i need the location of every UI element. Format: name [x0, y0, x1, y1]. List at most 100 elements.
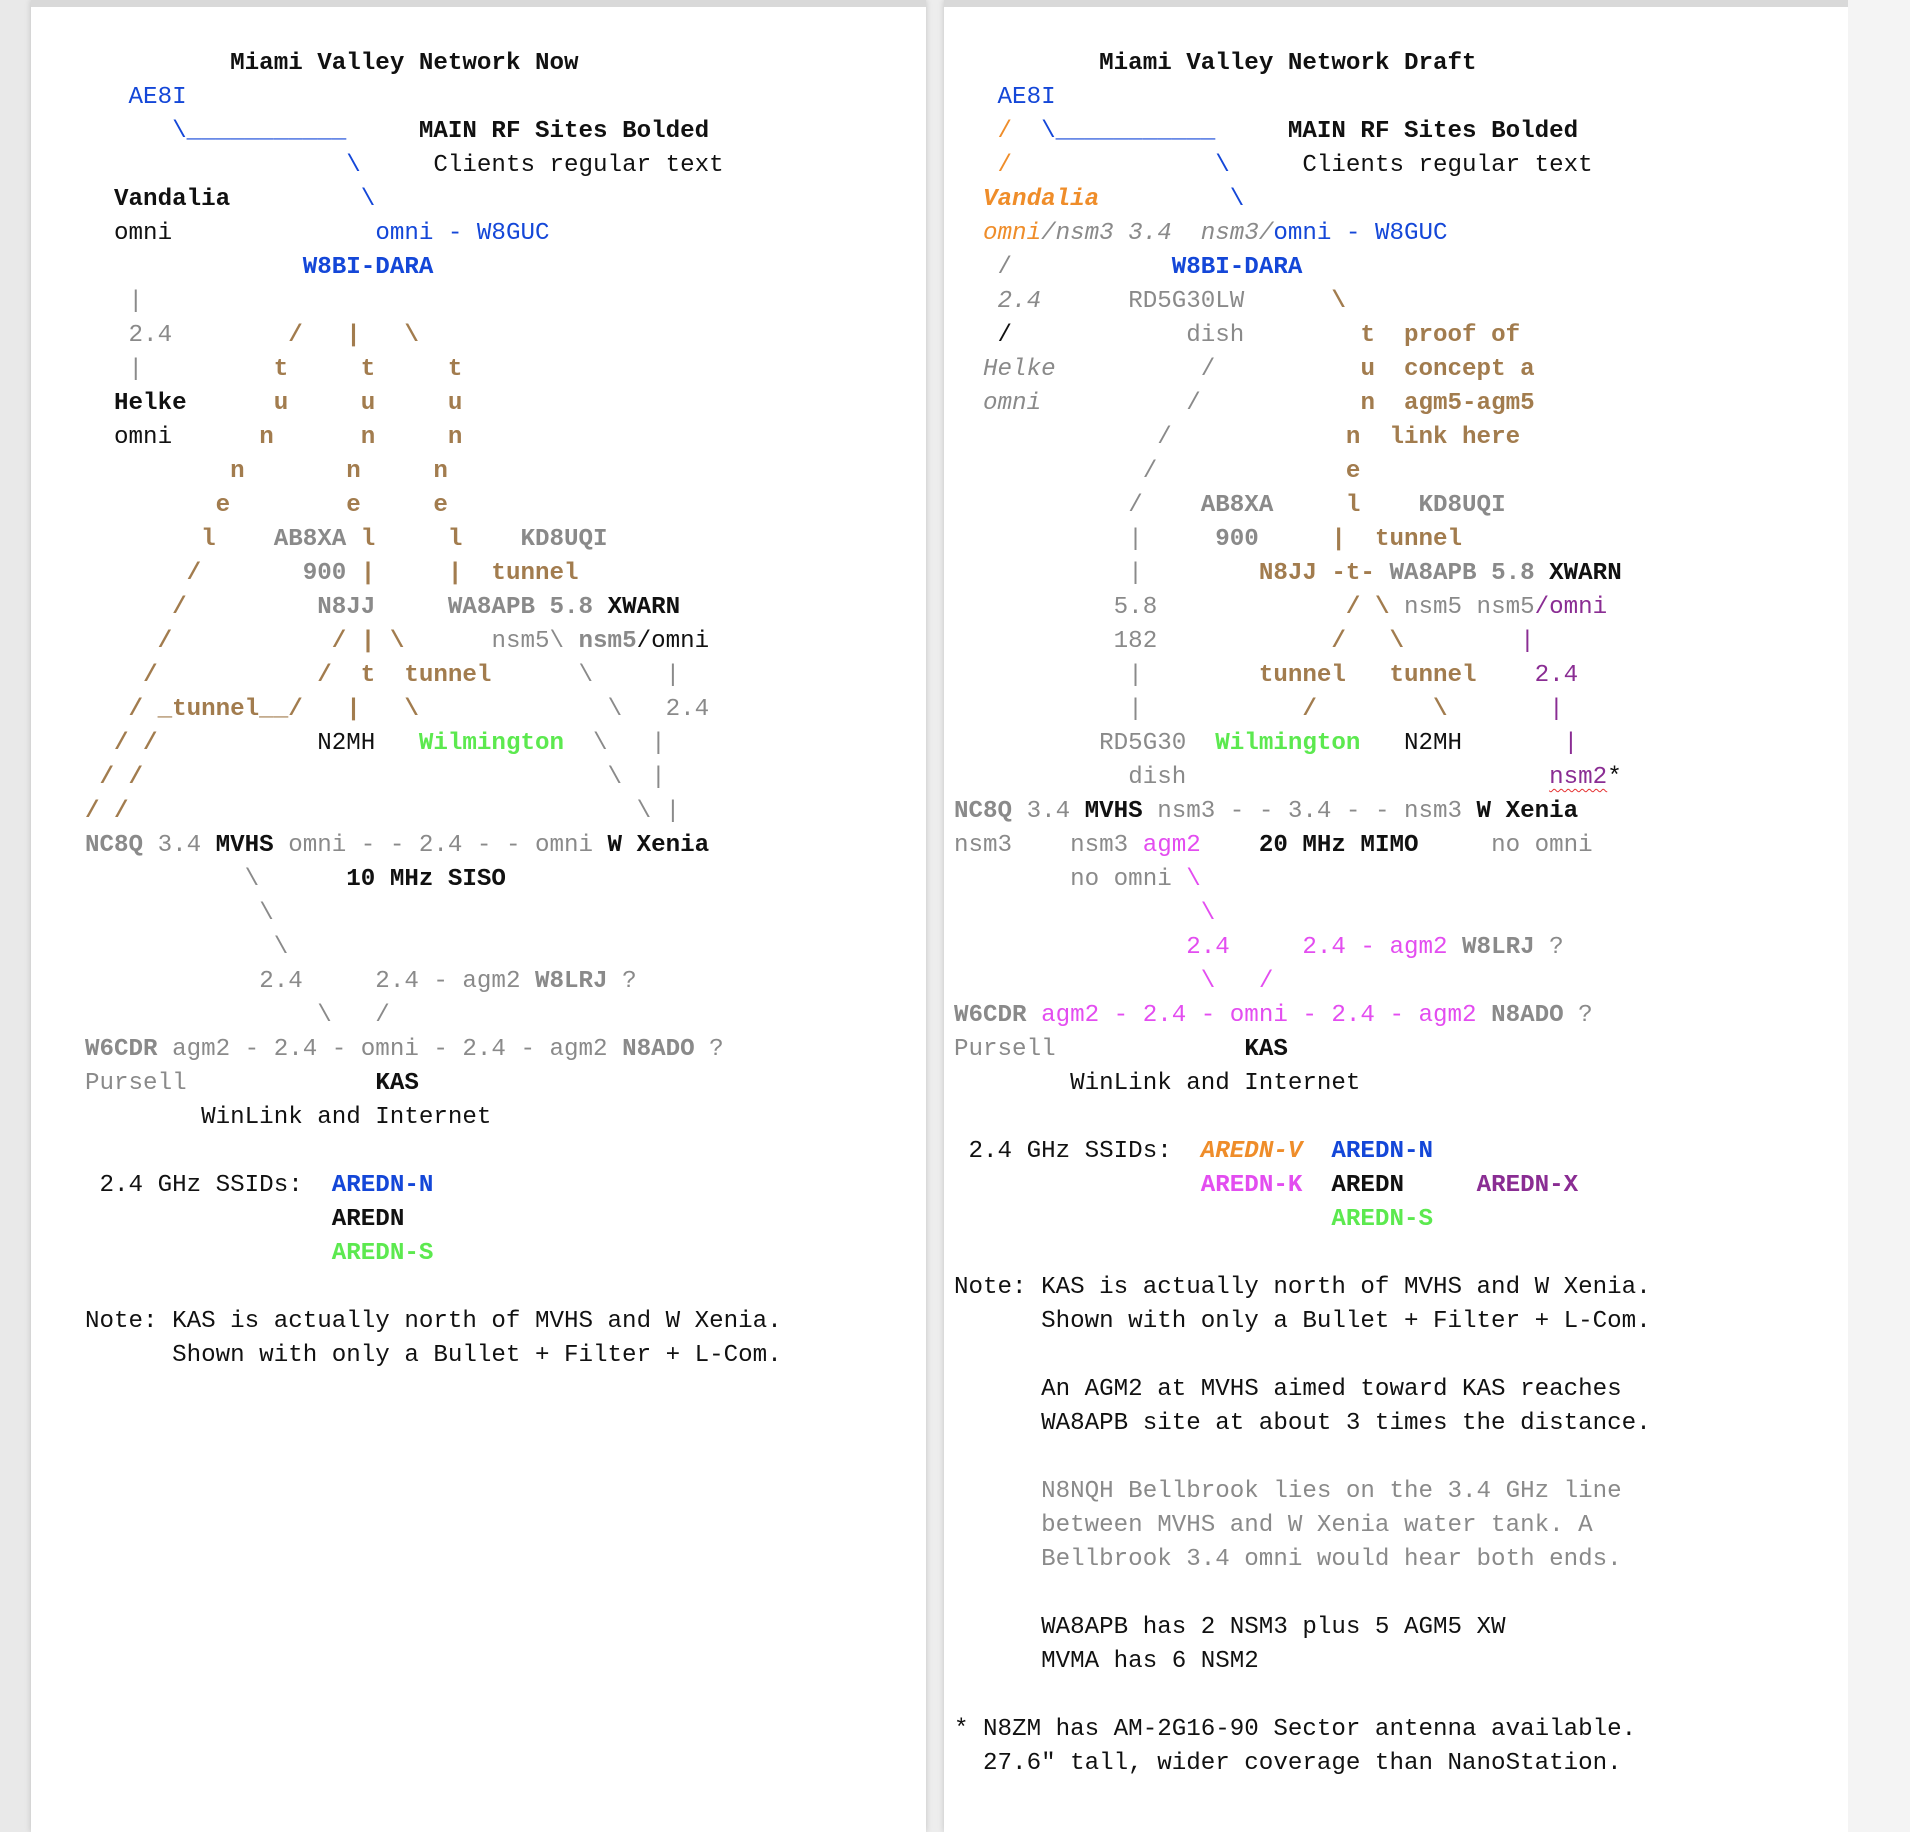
- diagram-text: / \: [1345, 594, 1390, 621]
- diagram-text: N8ADO: [622, 1036, 695, 1063]
- diagram-text: tunnel tunnel: [1258, 662, 1477, 689]
- window-edge: [1848, 0, 1910, 1832]
- diagram-spacer: [85, 186, 114, 213]
- diagram-text: /: [186, 560, 202, 587]
- diagram-text: ?: [1549, 934, 1564, 961]
- diagram-line: W8BI-DARA: [85, 251, 434, 285]
- diagram-line: \: [85, 897, 274, 931]
- diagram-text: / t tunnel: [317, 662, 492, 689]
- diagram-line: * N8ZM has AM-2G16-90 Sector antenna ava…: [954, 1713, 1636, 1747]
- diagram-spacer: [85, 118, 172, 145]
- diagram-text: AREDN-X: [1476, 1172, 1579, 1199]
- diagram-line: WinLink and Internet: [85, 1101, 491, 1135]
- diagram-page-now: Miami Valley Network Now AE8I \_________…: [31, 0, 926, 1832]
- diagram-spacer: [954, 458, 1143, 485]
- diagram-text: 2.4: [1534, 662, 1579, 689]
- diagram-text: /: [997, 152, 1013, 179]
- diagram-text: omni: [983, 390, 1042, 417]
- diagram-text: omni - W8GUC: [1273, 220, 1448, 247]
- diagram-spacer: [187, 390, 274, 417]
- diagram-text: AE8I: [997, 84, 1056, 111]
- diagram-text: 10 MHz SISO: [346, 866, 506, 893]
- diagram-text: / | \: [331, 628, 405, 655]
- diagram-spacer: [1012, 254, 1172, 281]
- diagram-spacer: [259, 866, 346, 893]
- diagram-text: AREDN: [331, 1206, 405, 1233]
- diagram-line: Miami Valley Network Draft: [954, 47, 1476, 81]
- diagram-text: \ /: [317, 1002, 390, 1029]
- diagram-line: omni n n n: [85, 421, 462, 455]
- diagram-spacer: [172, 322, 288, 349]
- diagram-spacer: [954, 866, 1070, 893]
- diagram-text: \___________: [1041, 118, 1216, 145]
- diagram-spacer: [954, 934, 1186, 961]
- diagram-text: 182: [1113, 628, 1158, 655]
- diagram-spacer: [1099, 186, 1230, 213]
- diagram-text: Pursell: [85, 1070, 187, 1097]
- diagram-text: /: [997, 118, 1013, 145]
- diagram-spacer: [1143, 798, 1158, 825]
- diagram-text: N2MH: [1360, 730, 1463, 757]
- diagram-line: / _tunnel__/ | \ \ 2.4: [85, 693, 710, 727]
- diagram-text: \: [273, 934, 289, 961]
- diagram-spacer: [85, 730, 114, 757]
- diagram-text: MAIN RF Sites Bolded: [1287, 118, 1579, 145]
- diagram-line: / \___________ MAIN RF Sites Bolded: [954, 115, 1579, 149]
- diagram-text: 2.4: [128, 322, 173, 349]
- diagram-spacer: [1244, 322, 1360, 349]
- diagram-text: NC8Q: [85, 832, 144, 859]
- diagram-text: Wilmington: [418, 730, 565, 757]
- diagram-spacer: [187, 594, 318, 621]
- diagram-spacer: [85, 356, 129, 383]
- diagram-text: AREDN-S: [331, 1240, 434, 1267]
- diagram-spacer: [85, 458, 230, 485]
- diagram-spacer: [954, 526, 1128, 553]
- diagram-spacer: [954, 900, 1201, 927]
- diagram-spacer: [1041, 288, 1128, 315]
- diagram-line: 2.4 GHz SSIDs: AREDN-N: [85, 1169, 434, 1203]
- diagram-text: \ |: [636, 798, 681, 825]
- diagram-text: agm2 - 2.4 - omni - 2.4 - agm2: [1041, 1002, 1477, 1029]
- diagram-text: W8BI-DARA: [302, 254, 434, 281]
- diagram-text: \ 2.4: [607, 696, 710, 723]
- diagram-text: AREDN-K: [1200, 1172, 1303, 1199]
- diagram-spacer: [85, 288, 129, 315]
- diagram-spacer: [954, 84, 998, 111]
- diagram-spacer: [1172, 866, 1187, 893]
- diagram-line: 5.8 / \ nsm5 nsm5/omni: [954, 591, 1608, 625]
- diagram-text: Bellbrook 3.4 omni would hear both ends.: [954, 1546, 1622, 1573]
- diagram-line: AE8I: [954, 81, 1056, 115]
- diagram-text: AREDN-N: [331, 1172, 434, 1199]
- diagram-text: 2.4: [997, 288, 1042, 315]
- diagram-text: |: [1549, 696, 1564, 723]
- diagram-text: N8NQH Bellbrook lies on the 3.4 GHz line: [954, 1478, 1622, 1505]
- diagram-text: nsm5 nsm5: [1403, 594, 1535, 621]
- diagram-spacer: [954, 730, 1099, 757]
- diagram-line: NC8Q 3.4 MVHS nsm3 - - 3.4 - - nsm3 W Xe…: [954, 795, 1578, 829]
- diagram-text: 2.4 GHz SSIDs:: [954, 1138, 1201, 1165]
- diagram-text: agm2: [1142, 832, 1201, 859]
- diagram-line: Helke u u u: [85, 387, 462, 421]
- diagram-spacer: [1302, 1138, 1331, 1165]
- diagram-line: / dish t proof of: [954, 319, 1521, 353]
- diagram-text: RD5G30: [1099, 730, 1187, 757]
- diagram-text: AREDN: [1331, 1172, 1404, 1199]
- diagram-spacer: [85, 696, 129, 723]
- diagram-line: / AB8XA l KD8UQI: [954, 489, 1505, 523]
- diagram-spacer: [230, 186, 361, 213]
- diagram-text: *: [1607, 764, 1622, 791]
- diagram-spacer: [85, 628, 158, 655]
- diagram-line: | 900 | tunnel: [954, 523, 1462, 557]
- diagram-line: Shown with only a Bullet + Filter + L-Co…: [85, 1339, 782, 1373]
- diagram-text: WA8APB 5.8: [1389, 560, 1535, 587]
- diagram-spacer: [593, 594, 608, 621]
- diagram-spacer: [1273, 492, 1346, 519]
- diagram-spacer: [954, 186, 983, 213]
- diagram-text: 5.8: [1113, 594, 1158, 621]
- diagram-line: Note: KAS is actually north of MVHS and …: [85, 1305, 782, 1339]
- diagram-spacer: [1477, 662, 1535, 689]
- diagram-spacer: [85, 866, 245, 893]
- diagram-line: omni omni - W8GUC: [85, 217, 549, 251]
- diagram-text: between MVHS and W Xenia water tank. A: [954, 1512, 1593, 1539]
- diagram-text: AE8I: [128, 84, 187, 111]
